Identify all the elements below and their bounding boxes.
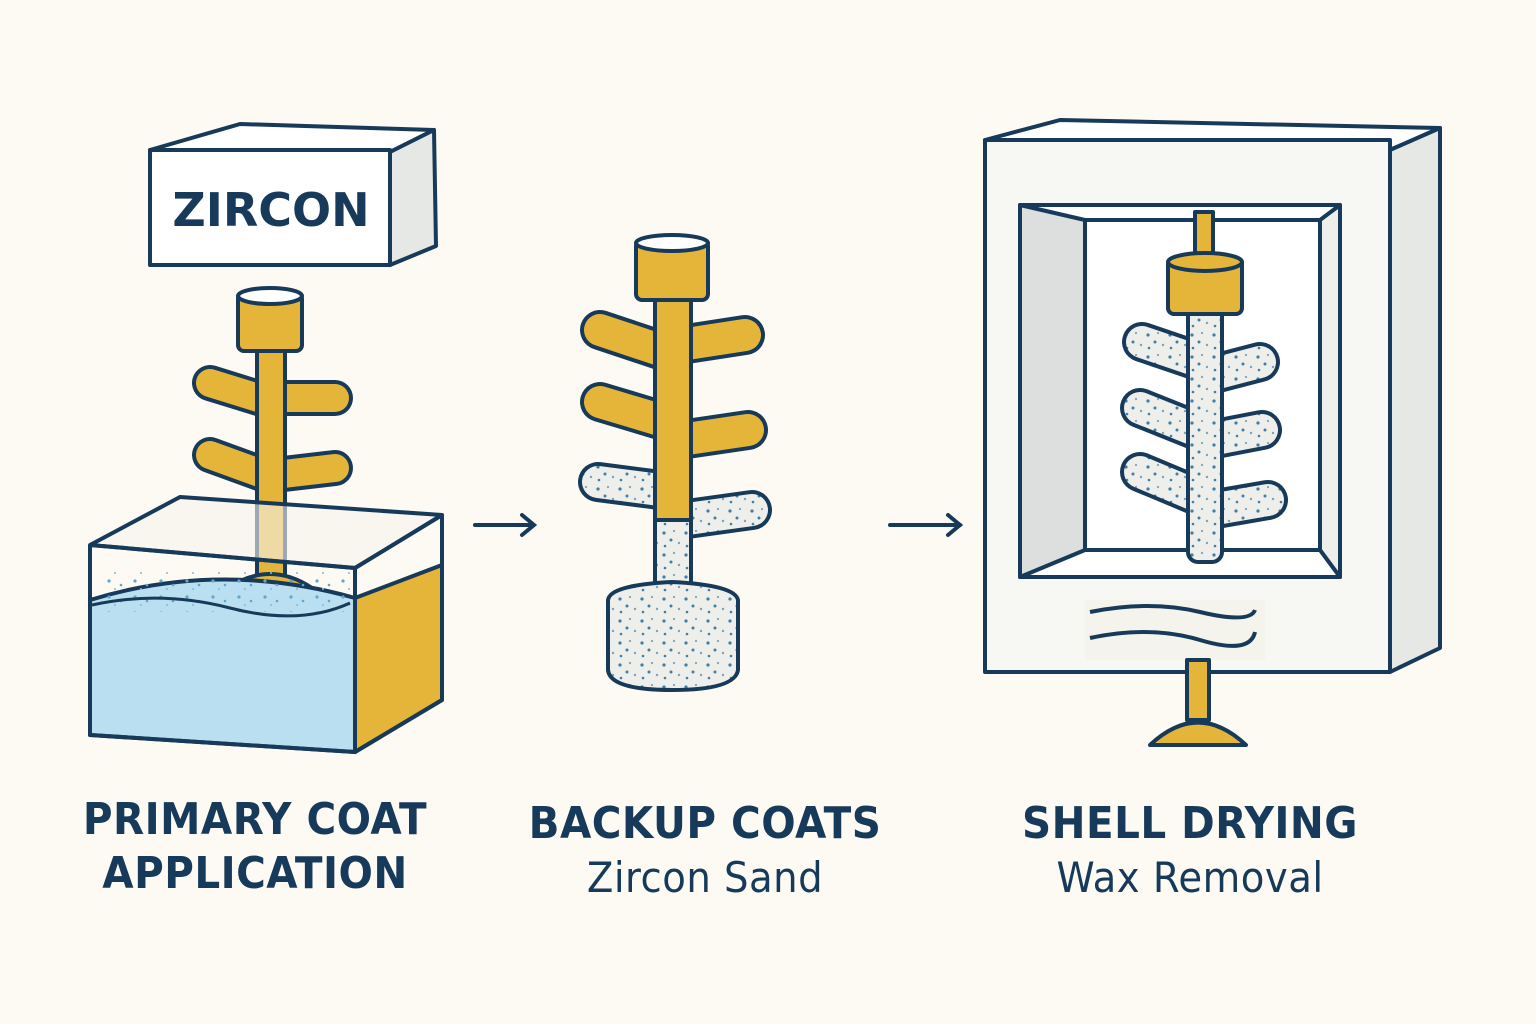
melted-wax-drip bbox=[1148, 658, 1248, 747]
wax-pattern-tree-2 bbox=[578, 233, 772, 692]
step-3-title: SHELL DRYING bbox=[1022, 798, 1358, 849]
step-1-title: PRIMARY COAT bbox=[82, 794, 428, 845]
step-2-caption: BACKUP COATS Zircon Sand bbox=[500, 797, 910, 905]
step-3-caption: SHELL DRYING Wax Removal bbox=[990, 797, 1390, 905]
zircon-box bbox=[148, 122, 438, 267]
slurry-tank bbox=[88, 495, 444, 754]
step-3-subtitle: Wax Removal bbox=[1056, 853, 1324, 902]
ceramic-shell-tree bbox=[1120, 210, 1288, 564]
step-1-caption: PRIMARY COAT APPLICATION bbox=[55, 793, 455, 901]
right-arrow-icon bbox=[473, 513, 538, 537]
step-2-subtitle: Zircon Sand bbox=[586, 853, 824, 902]
right-arrow-icon bbox=[888, 513, 964, 537]
step-1-subtitle: APPLICATION bbox=[102, 848, 408, 899]
zircon-label: ZIRCON bbox=[172, 183, 370, 237]
step-2-title: BACKUP COATS bbox=[528, 798, 882, 849]
